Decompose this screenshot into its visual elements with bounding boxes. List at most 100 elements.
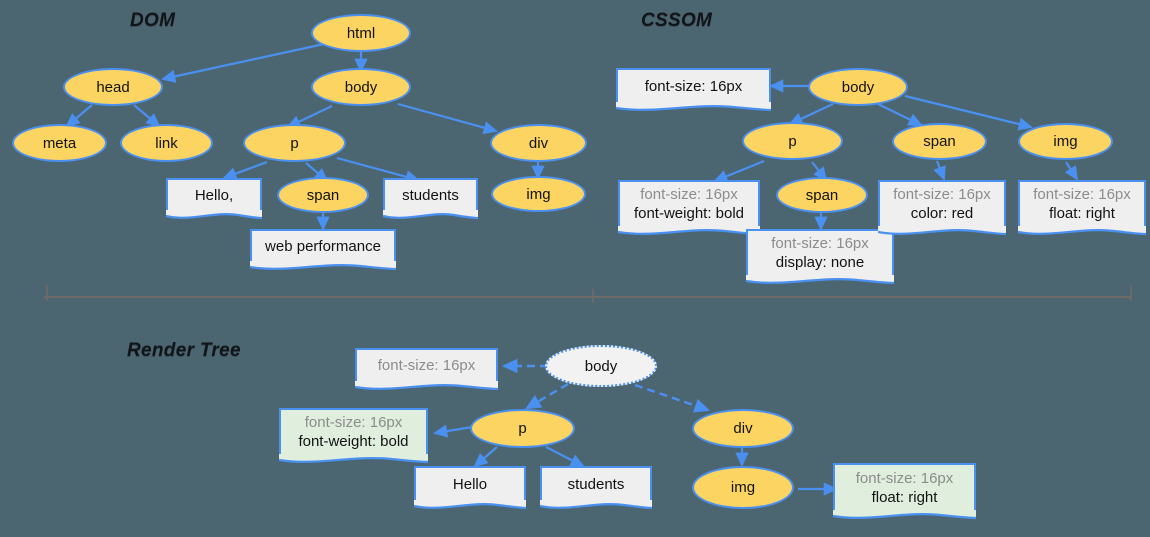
torn-edge-icon — [746, 274, 894, 285]
cssom-box-p[interactable]: font-size: 16px font-weight: bold — [618, 180, 760, 226]
edge-p-students — [336, 156, 420, 184]
dom-box-students[interactable]: students — [383, 178, 478, 210]
edge-body-div — [397, 102, 498, 135]
cssom-box-body-wrap: font-size: 16px — [616, 68, 771, 113]
dom-node-body[interactable]: body — [311, 68, 411, 106]
rt-box-body[interactable]: font-size: 16px — [355, 348, 498, 381]
edge-cssom-p-box — [713, 159, 765, 183]
dom-box-hello-text: Hello, — [194, 186, 234, 204]
cssom-box-span-wrap: font-size: 16px color: red — [878, 180, 1006, 237]
dom-node-link[interactable]: link — [120, 124, 213, 162]
cssom-node-span[interactable]: span — [892, 123, 987, 160]
dom-node-html-label: html — [346, 24, 376, 42]
cssom-box-img-wrap: font-size: 16px float: right — [1018, 180, 1146, 237]
cssom-node-span-inner[interactable]: span — [776, 177, 868, 213]
cssom-box-img-line1: font-size: 16px — [1033, 186, 1131, 204]
rt-node-p[interactable]: p — [470, 409, 575, 448]
cssom-node-body[interactable]: body — [808, 68, 908, 106]
edge-cssom-body-span — [877, 103, 923, 126]
rt-node-div-label: div — [733, 420, 753, 437]
rt-box-students-text: students — [567, 475, 625, 493]
dom-node-html[interactable]: html — [311, 14, 411, 52]
cssom-node-img[interactable]: img — [1018, 123, 1113, 160]
cssom-node-span-label: span — [923, 133, 956, 150]
cssom-box-img[interactable]: font-size: 16px float: right — [1018, 180, 1146, 226]
torn-edge-icon — [833, 509, 976, 520]
dom-box-hello[interactable]: Hello, — [166, 178, 262, 210]
dom-node-link-label: link — [155, 134, 178, 152]
dom-section-title: DOM — [130, 10, 176, 31]
torn-edge-icon — [250, 260, 396, 271]
rt-box-img[interactable]: font-size: 16px float: right — [833, 463, 976, 510]
dom-box-webperf-wrap: web performance — [250, 229, 396, 272]
dom-node-head[interactable]: head — [63, 68, 163, 106]
rt-node-div[interactable]: div — [692, 409, 794, 448]
rt-box-p-wrap: font-size: 16px font-weight: bold — [279, 408, 428, 465]
cssom-box-body[interactable]: font-size: 16px — [616, 68, 771, 102]
edge-html-head — [161, 42, 325, 83]
rt-box-img-line1: font-size: 16px — [855, 469, 954, 487]
torn-edge-icon — [1018, 225, 1146, 236]
rt-box-p-line1: font-size: 16px — [304, 414, 403, 432]
cssom-box-body-line1: font-size: 16px — [644, 77, 743, 95]
cssom-box-span[interactable]: font-size: 16px color: red — [878, 180, 1006, 226]
dom-node-img[interactable]: img — [491, 176, 586, 212]
rt-box-hello-wrap: Hello — [414, 466, 526, 511]
dom-box-students-text: students — [402, 186, 459, 204]
dom-node-p-label: p — [290, 134, 299, 152]
rt-box-students-wrap: students — [540, 466, 652, 511]
edge-cssom-body-img — [904, 94, 1033, 131]
divider-tick-mid — [592, 289, 594, 303]
torn-edge-icon — [540, 499, 652, 510]
rt-node-body[interactable]: body — [545, 345, 657, 387]
torn-edge-icon — [279, 453, 428, 464]
cssom-node-p[interactable]: p — [742, 122, 843, 160]
dom-node-meta[interactable]: meta — [12, 124, 107, 162]
dom-node-body-label: body — [344, 78, 378, 96]
dom-node-div-label: div — [528, 134, 549, 152]
cssom-box-span-line2: color: red — [910, 205, 974, 222]
dom-node-span-label: span — [306, 186, 340, 204]
rt-node-img-label: img — [730, 479, 756, 496]
cssom-node-span-inner-label: span — [805, 186, 839, 204]
cssom-box-p-wrap: font-size: 16px font-weight: bold — [618, 180, 760, 237]
rt-box-img-line2: float: right — [871, 488, 938, 506]
dom-node-p[interactable]: p — [243, 124, 346, 162]
edge-rt-body-div — [634, 383, 711, 413]
dom-node-div[interactable]: div — [490, 124, 587, 162]
torn-edge-icon — [616, 101, 771, 112]
rt-box-img-wrap: font-size: 16px float: right — [833, 463, 976, 521]
edge-p-hello — [222, 160, 268, 180]
cssom-box-img-line2: float: right — [1049, 205, 1115, 222]
torn-edge-icon — [878, 225, 1006, 236]
cssom-box-p-line2: font-weight: bold — [633, 205, 745, 222]
rt-box-hello[interactable]: Hello — [414, 466, 526, 500]
rt-node-body-label: body — [584, 357, 618, 375]
edge-rt-body-p — [525, 382, 569, 410]
render-tree-section-title: Render Tree — [127, 340, 241, 361]
dom-node-img-label: img — [526, 185, 551, 203]
edge-cssom-span-color — [933, 160, 946, 181]
dom-box-webperf[interactable]: web performance — [250, 229, 396, 261]
rt-box-students[interactable]: students — [540, 466, 652, 500]
cssom-box-p-line1: font-size: 16px — [640, 186, 738, 204]
dom-node-meta-label: meta — [42, 134, 77, 152]
rt-box-body-wrap: font-size: 16px — [355, 348, 498, 392]
rt-box-p[interactable]: font-size: 16px font-weight: bold — [279, 408, 428, 454]
edge-cssom-img-float — [1064, 161, 1079, 181]
divider-tick-right — [1130, 285, 1132, 301]
dom-node-span[interactable]: span — [277, 177, 369, 213]
rt-node-p-label: p — [518, 420, 527, 437]
edge-rt-p-hello — [473, 446, 498, 468]
cssom-box-span-inner[interactable]: font-size: 16px display: none — [746, 229, 894, 275]
cssom-box-span-inner-line2: display: none — [775, 254, 865, 271]
dom-node-head-label: head — [96, 78, 130, 96]
rt-node-img[interactable]: img — [692, 466, 794, 509]
dom-box-hello-wrap: Hello, — [166, 178, 262, 221]
torn-edge-icon — [166, 209, 262, 220]
edge-cssom-body-p — [788, 103, 834, 125]
dom-box-webperf-text: web performance — [265, 237, 381, 255]
cssom-node-img-label: img — [1053, 133, 1078, 150]
